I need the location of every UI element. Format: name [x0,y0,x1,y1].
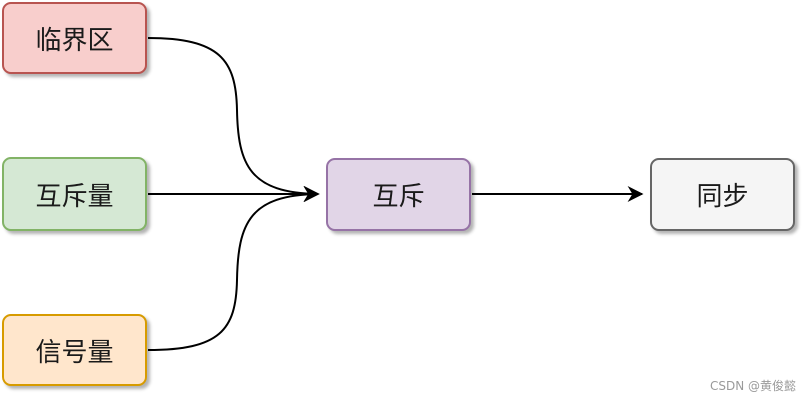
node-mutex[interactable]: 互斥 [326,158,471,231]
node-semaphore[interactable]: 信号量 [2,314,147,386]
node-synchronization[interactable]: 同步 [650,158,795,231]
watermark-text: CSDN @黄俊懿 [709,379,796,393]
node-mutex-amount[interactable]: 互斥量 [2,157,147,231]
edge-semaphore-to-mutex [147,186,320,351]
edge-critical-to-mutex [147,37,320,202]
node-critical-section[interactable]: 临界区 [2,2,147,74]
